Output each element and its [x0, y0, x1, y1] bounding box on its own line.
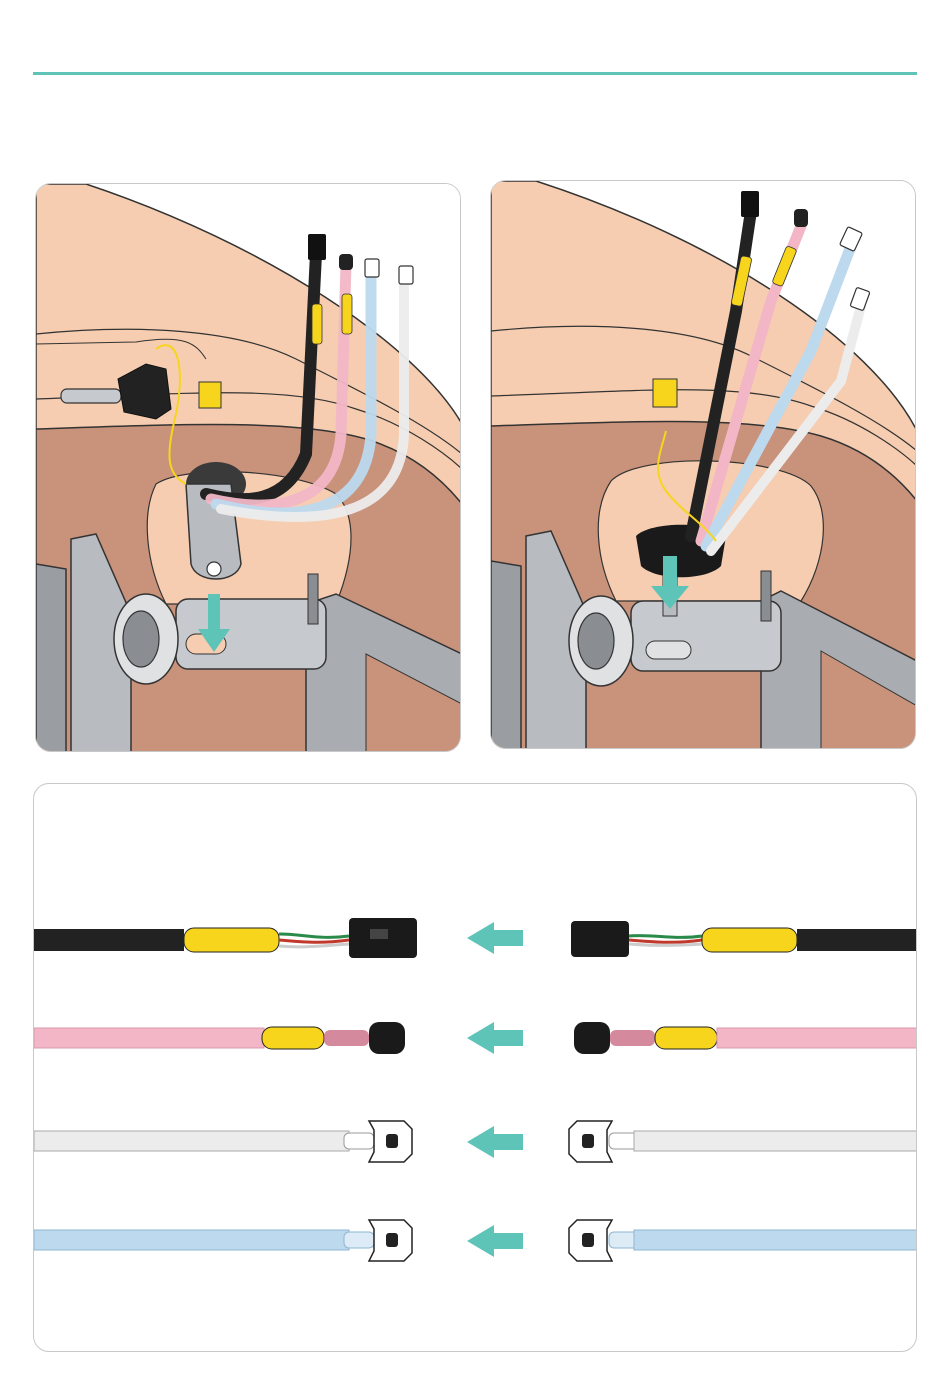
arrow-left-icon	[467, 922, 523, 954]
connection-row-blue	[34, 1220, 917, 1261]
right-illustration-svg	[491, 181, 916, 749]
arrow-left-icon	[467, 1022, 523, 1054]
left-illustration-svg	[36, 184, 461, 752]
step-illustration-left	[35, 183, 461, 752]
arrow-left-icon	[467, 1126, 523, 1158]
connection-row-black	[34, 918, 917, 958]
connection-diagram-svg	[34, 784, 917, 1352]
step-illustration-right	[490, 180, 916, 749]
arrow-left-icon	[467, 1225, 523, 1257]
connection-diagram	[33, 783, 917, 1352]
header-rule	[33, 72, 917, 75]
connection-row-white	[34, 1121, 917, 1162]
connection-row-pink	[34, 1022, 917, 1054]
